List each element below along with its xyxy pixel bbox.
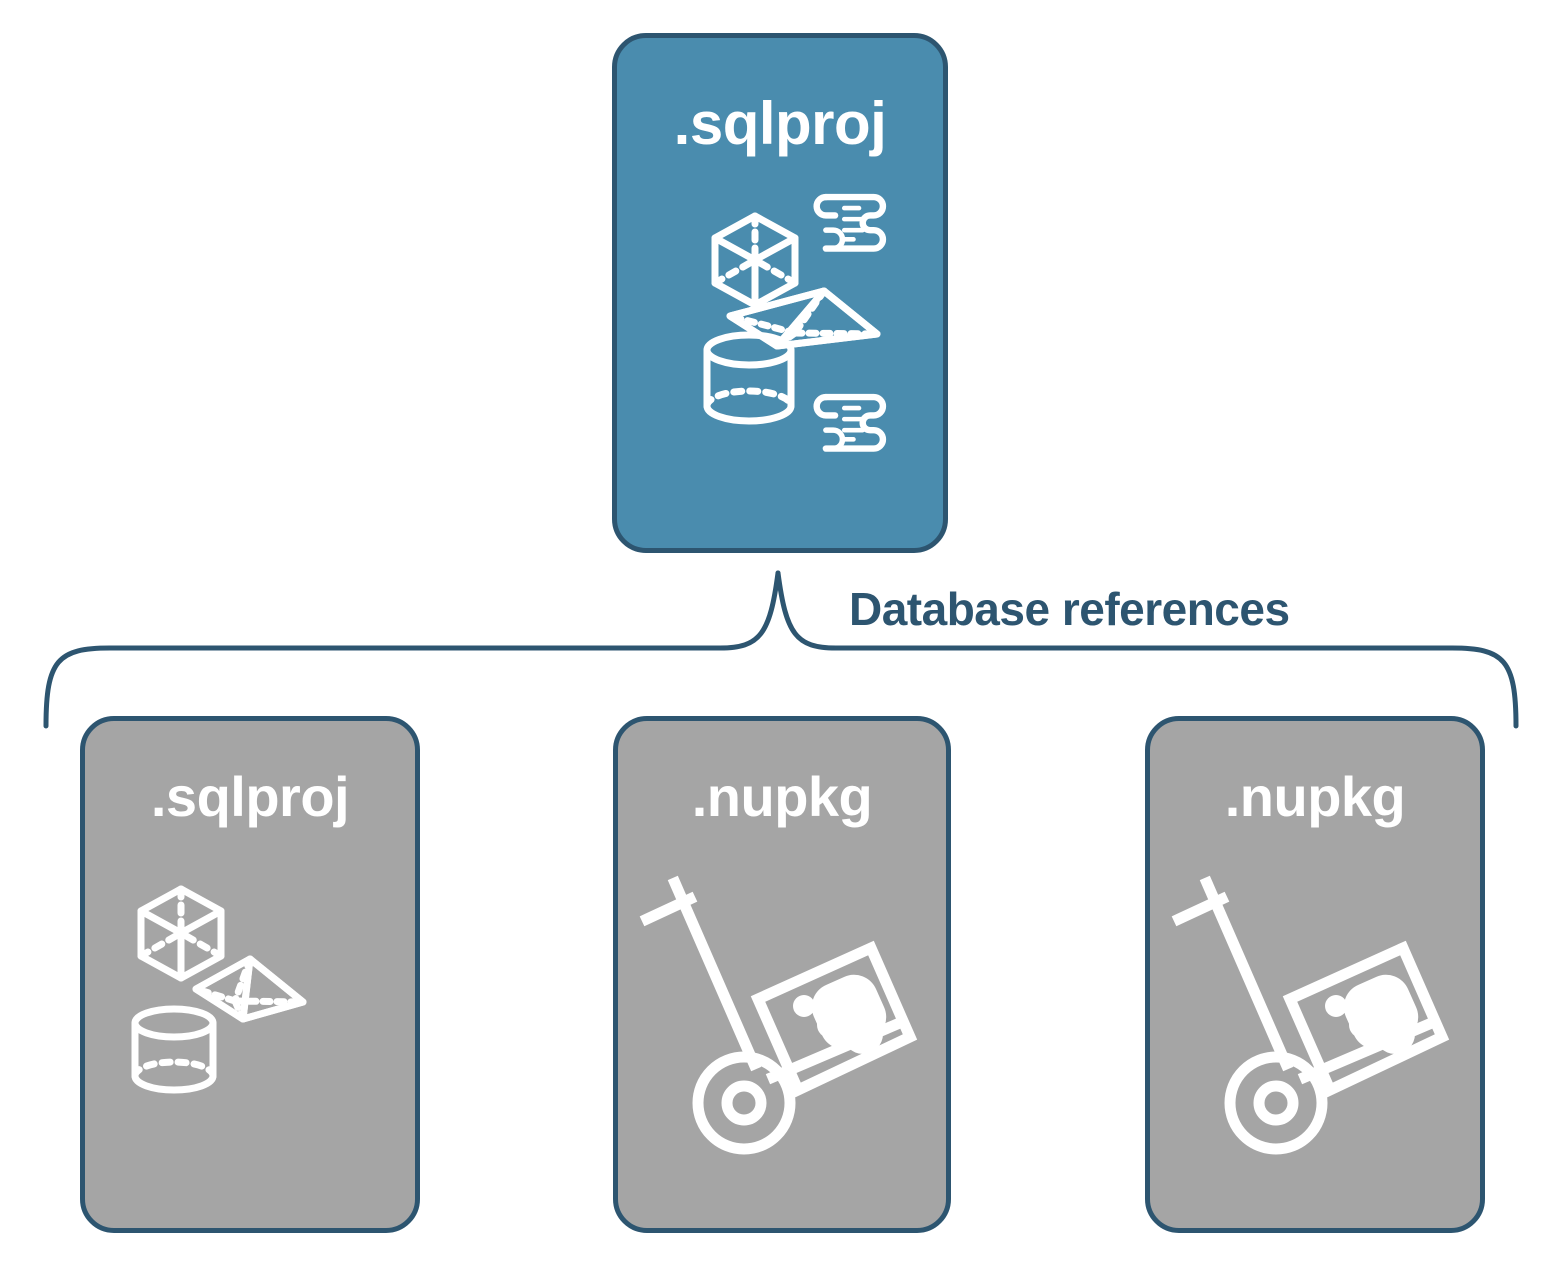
node-root-label: .sqlproj [673, 90, 887, 157]
brace-label: Database references [843, 586, 1296, 632]
pyramid-icon [726, 287, 881, 350]
node-child-nupkg-2-label: .nupkg [1224, 765, 1406, 828]
node-child-nupkg-2[interactable]: .nupkg [1145, 716, 1485, 1233]
node-child-sqlproj-artwork [131, 885, 307, 1094]
cylinder-icon [131, 1005, 217, 1094]
nuget-package-glyph [793, 974, 887, 1054]
node-root-artwork [703, 193, 887, 452]
cube-icon [137, 885, 225, 982]
node-child-sqlproj-label: .sqlproj [150, 765, 350, 828]
cube-icon [711, 212, 799, 309]
node-child-sqlproj[interactable]: .sqlproj [80, 716, 420, 1233]
node-child-nupkg-2-artwork [1171, 875, 1450, 1155]
node-child-nupkg-1[interactable]: .nupkg [613, 716, 951, 1233]
node-child-nupkg-1-label: .nupkg [691, 765, 873, 828]
cylinder-icon [703, 331, 795, 425]
nuget-package-glyph [1325, 974, 1419, 1054]
node-child-nupkg-1-artwork [639, 875, 918, 1155]
scroll-icon [813, 393, 887, 452]
scroll-icon [813, 193, 887, 252]
pyramid-icon [192, 955, 307, 1023]
node-root-sqlproj[interactable]: .sqlproj [612, 33, 948, 553]
